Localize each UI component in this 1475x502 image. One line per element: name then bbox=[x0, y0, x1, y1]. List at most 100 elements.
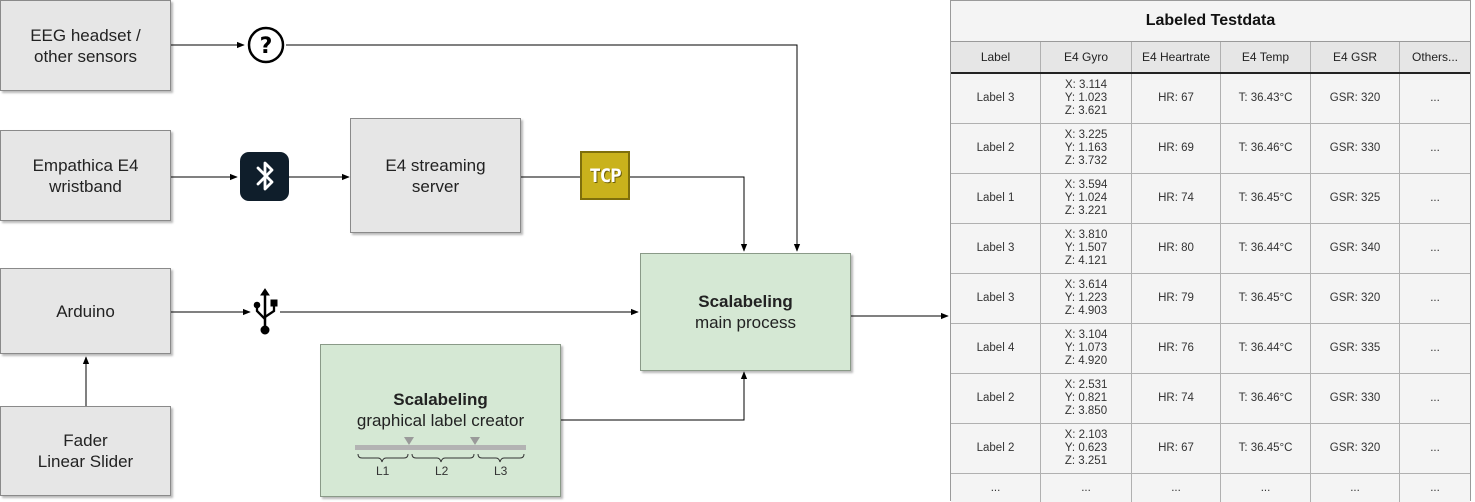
table-cell-hr: HR: 80 bbox=[1132, 224, 1221, 273]
table-ellipsis-row: ... ... ... ... ... ... bbox=[951, 474, 1470, 502]
gyro-axis-value: Y: 0.623 bbox=[1064, 442, 1108, 454]
table-cell-other: ... bbox=[1430, 192, 1440, 204]
gyro-axis-value: Z: 3.621 bbox=[1064, 105, 1108, 117]
question-mark-icon: ? bbox=[247, 26, 285, 64]
table-cell-temp: T: 36.45°C bbox=[1221, 424, 1311, 473]
empatica-e4-label: Empathica E4 wristband bbox=[32, 155, 139, 196]
gyro-axis-value: Y: 1.023 bbox=[1064, 92, 1108, 104]
table-cell-gsr: GSR: 330 bbox=[1311, 374, 1400, 423]
gyro-axis-value: X: 2.531 bbox=[1064, 379, 1108, 391]
gyro-axis-value: Z: 4.920 bbox=[1064, 355, 1108, 367]
table-cell-temp: T: 36.44°C bbox=[1221, 324, 1311, 373]
gyro-axis-value: X: 3.225 bbox=[1064, 129, 1108, 141]
table-cell-gsr: GSR: 340 bbox=[1311, 224, 1400, 273]
gyro-axis-value: Z: 3.251 bbox=[1064, 455, 1108, 467]
table-title: Labeled Testdata bbox=[951, 1, 1470, 42]
table-cell-gsr: GSR: 320 bbox=[1311, 424, 1400, 473]
table-cell-hr: HR: 74 bbox=[1132, 174, 1221, 223]
table-cell-label: Label 3 bbox=[951, 74, 1041, 123]
arduino-label: Arduino bbox=[56, 301, 115, 321]
table-cell-hr: HR: 69 bbox=[1132, 124, 1221, 173]
gyro-axis-value: Y: 0.821 bbox=[1064, 392, 1108, 404]
table-cell-other: ... bbox=[1430, 92, 1440, 104]
gyro-axis-value: X: 3.810 bbox=[1064, 229, 1108, 241]
gyro-axis-value: X: 3.594 bbox=[1064, 179, 1108, 191]
segment-label-l3: L3 bbox=[494, 464, 508, 478]
table-cell: ... bbox=[1221, 474, 1311, 502]
header-label: Label bbox=[951, 42, 1041, 72]
gyro-axis-value: X: 2.103 bbox=[1064, 429, 1108, 441]
eeg-headset-box: EEG headset / other sensors bbox=[0, 0, 171, 91]
table-cell-label: Label 2 bbox=[951, 124, 1041, 173]
table-cell-other: ... bbox=[1430, 392, 1440, 404]
gyro-axis-value: Y: 1.223 bbox=[1064, 292, 1108, 304]
gyro-axis-value: Z: 3.221 bbox=[1064, 205, 1108, 217]
fader-slider-label: Fader Linear Slider bbox=[37, 431, 134, 471]
table-cell: ... bbox=[1311, 474, 1400, 502]
label-creator-subtitle: graphical label creator bbox=[356, 411, 525, 430]
label-creator-title: Scalabeling bbox=[393, 390, 488, 409]
labeled-testdata-table: Labeled Testdata Label E4 Gyro E4 Heartr… bbox=[950, 0, 1471, 502]
table-cell-label: Label 2 bbox=[951, 374, 1041, 423]
table-cell-gsr: GSR: 320 bbox=[1311, 274, 1400, 323]
bluetooth-icon bbox=[240, 152, 289, 201]
label-slider-graphic bbox=[355, 437, 526, 463]
unknown-to-main-arrow bbox=[286, 44, 801, 252]
table-cell-temp: T: 36.43°C bbox=[1221, 74, 1311, 123]
gyro-axis-value: X: 3.614 bbox=[1064, 279, 1108, 291]
table-cell-hr: HR: 76 bbox=[1132, 324, 1221, 373]
tcp-icon-text: TCP bbox=[589, 164, 621, 187]
gyro-axis-value: Z: 3.850 bbox=[1064, 405, 1108, 417]
table-cell-label: Label 1 bbox=[951, 174, 1041, 223]
segment-label-l1: L1 bbox=[376, 464, 390, 478]
table-cell-other: ... bbox=[1430, 342, 1440, 354]
gyro-axis-value: Y: 1.507 bbox=[1064, 242, 1108, 254]
table-cell-gsr: GSR: 335 bbox=[1311, 324, 1400, 373]
gyro-axis-value: Y: 1.163 bbox=[1064, 142, 1108, 154]
fader-slider-box: Fader Linear Slider bbox=[0, 406, 171, 496]
creator-to-main-arrow bbox=[561, 371, 748, 421]
tcp-to-main-arrow bbox=[630, 176, 748, 252]
table-cell-gsr: GSR: 325 bbox=[1311, 174, 1400, 223]
header-others: Others... bbox=[1411, 49, 1458, 64]
table-cell-hr: HR: 67 bbox=[1132, 74, 1221, 123]
brace-l3 bbox=[477, 453, 525, 463]
table-cell-label: Label 3 bbox=[951, 224, 1041, 273]
main-process-subtitle: main process bbox=[694, 313, 797, 332]
svg-text:?: ? bbox=[260, 34, 273, 59]
gyro-axis-value: Y: 1.073 bbox=[1064, 342, 1108, 354]
table-cell-hr: HR: 74 bbox=[1132, 374, 1221, 423]
gyro-axis-value: Y: 1.024 bbox=[1064, 192, 1108, 204]
table-cell-other: ... bbox=[1430, 292, 1440, 304]
table-cell: ... bbox=[1132, 474, 1221, 502]
table-cell-label: Label 2 bbox=[951, 424, 1041, 473]
table-cell-label: Label 4 bbox=[951, 324, 1041, 373]
table-cell-other: ... bbox=[1430, 142, 1440, 154]
scalabeling-main-process-box: Scalabeling main process bbox=[640, 253, 851, 371]
brace-l2 bbox=[411, 453, 475, 463]
header-e4-heartrate: E4 Heartrate bbox=[1132, 42, 1221, 72]
table-cell-temp: T: 36.45°C bbox=[1221, 174, 1311, 223]
gyro-axis-value: X: 3.114 bbox=[1065, 79, 1107, 91]
main-process-title: Scalabeling bbox=[698, 292, 793, 311]
table-cell: ... bbox=[951, 474, 1041, 502]
gyro-axis-value: X: 3.104 bbox=[1064, 329, 1108, 341]
table-cell: ... bbox=[1430, 481, 1440, 494]
table-cell-gsr: GSR: 330 bbox=[1311, 124, 1400, 173]
usb-icon bbox=[253, 288, 278, 335]
arduino-box: Arduino bbox=[0, 268, 171, 354]
table-cell-temp: T: 36.44°C bbox=[1221, 224, 1311, 273]
